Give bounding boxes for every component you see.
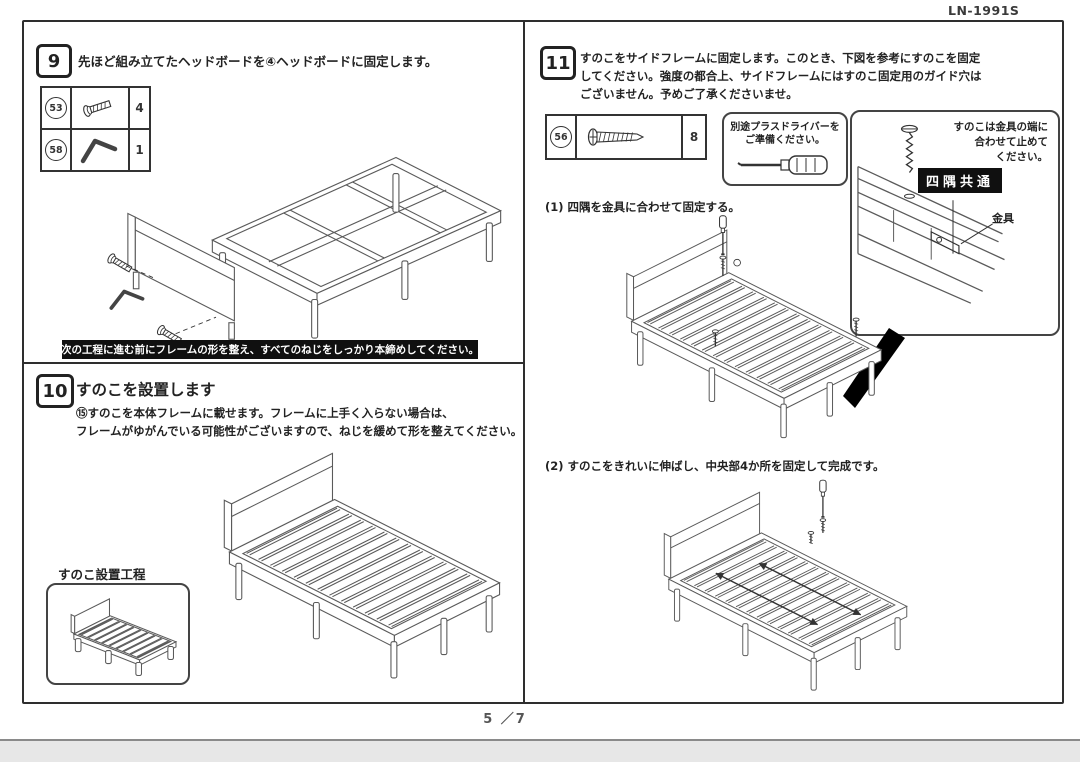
slat-process-inset-box [46,583,190,685]
step-11-number: 11 [540,46,576,80]
screwdriver-icon [737,155,828,175]
part-58-count: 1 [129,129,150,171]
part-53-number: 53 [45,97,67,119]
part-53-number-cell: 53 [41,87,71,129]
corner-detail-inset-box: すのこは金具の端に 合わせて止めて ください。 四隅共通 金具 [850,110,1060,336]
step-9-instruction: 先ほど組み立てたヘッドボードを④ヘッドボードに固定します。 [78,54,438,69]
part-53-count: 4 [129,87,150,129]
corner-note: すのこは金具の端に 合わせて止めて ください。 [954,120,1049,165]
page-indicator: 5 ／7 [483,712,527,727]
corner-detail-diagram [857,124,1005,304]
page-bottom-edge [0,739,1080,762]
column-divider [523,20,525,702]
slat-process-label: すのこ設置工程 [58,567,146,582]
screwdriver-note-box: 別途プラスドライバーを ご準備ください。 [722,112,848,186]
hex-key-icon [71,129,129,171]
step-11-instruction-line3: ございません。予めご了承くださいませ。 [580,87,798,101]
four-corners-badge: 四隅共通 [918,168,1003,193]
step-11-parts-table: 56 8 [545,114,707,160]
part-56-number: 56 [550,126,572,148]
step-10-body-line2: フレームがゆがんでいる可能性がございますので、ねじを緩めて形を整えてください。 [76,424,523,438]
substep-2-diagram [663,479,908,691]
screwdriver-note-line1: 別途プラスドライバーを [730,122,840,133]
left-section-divider [22,362,525,364]
corner-note-line1: すのこは金具の端に [953,121,1049,133]
part-58-number-cell: 58 [41,129,71,171]
corner-note-line3: ください。 [995,151,1049,163]
step-11-instruction-line1: すのこをサイドフレームに固定します。このとき、下図を参考にすのこを固定 [580,51,981,65]
screwdriver-note-line2: ご準備ください。 [745,135,825,146]
step-10-title: すのこを設置します [76,381,216,399]
step-11-instruction-line2: してください。強度の都合上、サイドフレームにはすのこ固定用のガイド穴は [580,69,982,83]
bolt-icon [71,87,129,129]
step-9-number: 9 [36,44,72,78]
tighten-warning-banner: 次の工程に進む前にフレームの形を整え、すべてのねじをしっかり本締めしてください。 [61,340,479,359]
step-9-parts-table: 53 4 58 1 [40,86,151,172]
step-10-slats-placement-diagram [223,452,501,679]
screw-icon [576,115,682,159]
corner-note-line2: 合わせて止めて [974,136,1049,148]
part-56-count: 8 [682,115,706,159]
bracket-label: 金具 [992,212,1014,225]
model-number: LN-1991S [948,3,1020,18]
substep-1-text: (1) 四隅を金具に合わせて固定する。 [545,200,741,214]
step-9-frame-headboard-diagram [107,156,502,344]
step-10-number: 10 [36,374,74,408]
part-58-number: 58 [45,139,67,161]
slat-process-mini-diagram [70,598,178,677]
step-10-body-line1: ⑮すのこを本体フレームに載せます。フレームに上手く入らない場合は、 [76,406,454,420]
substep-1-diagram [626,215,883,439]
substep-2-text: (2) すのこをきれいに伸ばし、中央部4か所を固定して完成です。 [545,459,885,473]
part-56-number-cell: 56 [546,115,576,159]
